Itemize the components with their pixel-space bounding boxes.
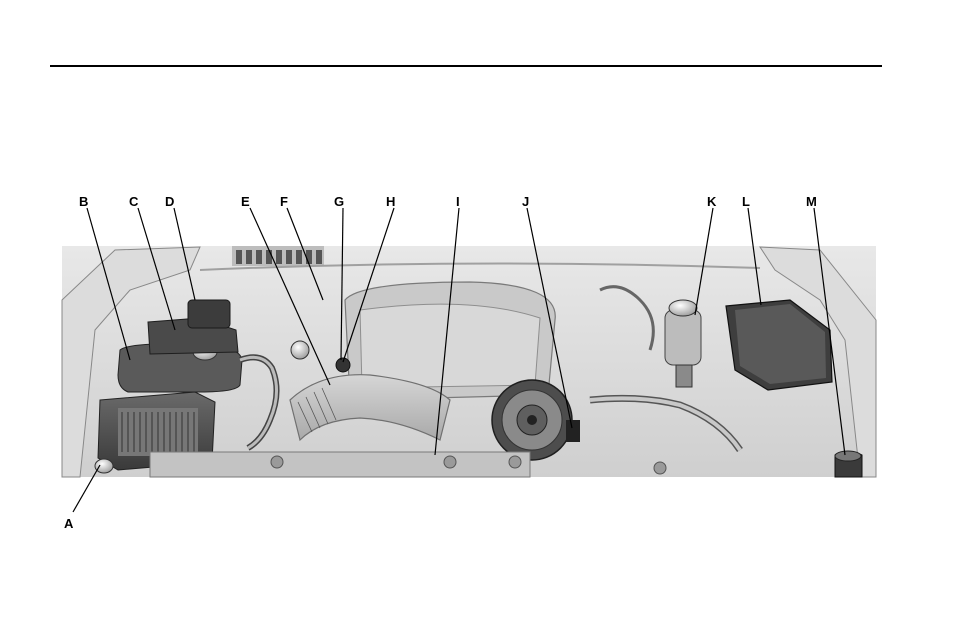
callout-f: F — [280, 194, 288, 209]
callout-b: B — [79, 194, 88, 209]
cowl-vents — [232, 246, 324, 266]
callout-c: C — [129, 194, 139, 209]
radiator-support — [150, 452, 530, 477]
washer-fluid-cap — [835, 451, 862, 477]
radiator-cap — [95, 459, 113, 473]
oil-fill-cap — [291, 341, 309, 359]
callout-i: I — [456, 194, 460, 209]
callout-e: E — [241, 194, 250, 209]
callout-l: L — [742, 194, 750, 209]
callout-h: H — [386, 194, 395, 209]
callout-g: G — [334, 194, 344, 209]
callout-k: K — [707, 194, 717, 209]
callout-a: A — [64, 516, 74, 531]
callout-d: D — [165, 194, 174, 209]
callout-m: M — [806, 194, 817, 209]
callout-j: J — [522, 194, 529, 209]
engine-bay-illustration — [62, 246, 876, 477]
